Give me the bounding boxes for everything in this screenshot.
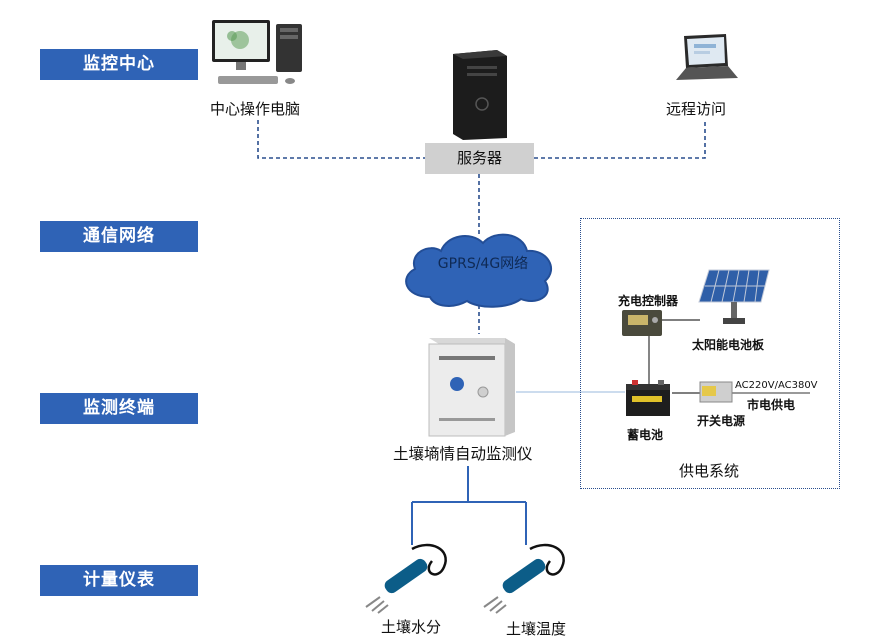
power-system-box (580, 218, 840, 489)
charge-controller-icon (622, 310, 662, 336)
switching-power-icon (699, 381, 733, 403)
layer-label-network: 通信网络 (40, 221, 198, 252)
power-system-title: 供电系统 (679, 462, 740, 480)
server-tower-icon (453, 50, 507, 140)
cloud-icon (405, 233, 552, 308)
mains-power-label: 市电供电 (747, 398, 796, 412)
ac-spec-label: AC220V/AC380V (735, 380, 818, 391)
charge-controller-label: 充电控制器 (618, 294, 679, 308)
layer-label-monitor-center: 监控中心 (40, 49, 198, 80)
soil-temperature-sensor-icon (483, 543, 565, 614)
monitor-device-label: 土壤墒情自动监测仪 (393, 445, 533, 463)
soil-moisture-label: 土壤水分 (381, 618, 442, 636)
battery-label: 蓄电池 (627, 428, 664, 442)
monitoring-cabinet-icon (428, 338, 515, 437)
soil-moisture-sensor-icon (365, 543, 447, 614)
solar-panel-label: 太阳能电池板 (692, 338, 765, 352)
desktop-computer-icon (212, 20, 302, 84)
network-cloud-label: GPRS/4G网络 (437, 256, 529, 272)
laptop-icon (676, 34, 738, 80)
layer-label-terminal: 监测终端 (40, 393, 198, 424)
battery-icon (626, 380, 670, 416)
solar-panel-icon (698, 269, 770, 324)
remote-access-label: 远程访问 (666, 100, 727, 118)
switching-power-label: 开关电源 (697, 414, 746, 428)
server-box: 服务器 (425, 143, 534, 174)
soil-temperature-label: 土壤温度 (506, 620, 567, 638)
layer-label-meter: 计量仪表 (40, 565, 198, 596)
center-pc-label: 中心操作电脑 (210, 100, 301, 118)
